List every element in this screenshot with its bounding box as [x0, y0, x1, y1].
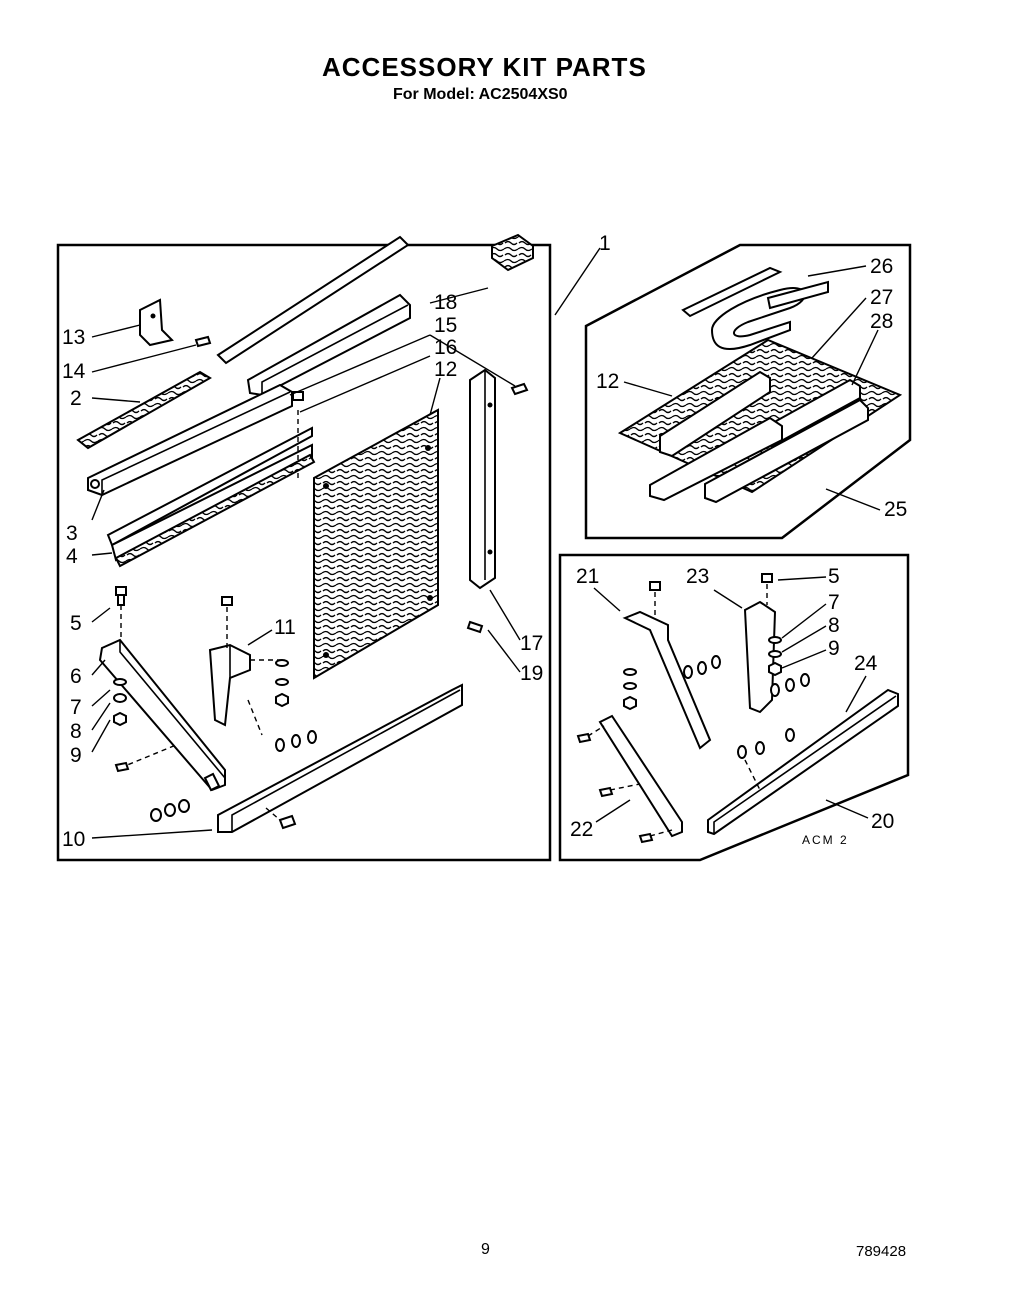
top-right-panel-frame — [584, 243, 912, 540]
brace-22-part — [576, 714, 683, 844]
hardware-stack-left — [113, 678, 127, 727]
callout-12-right: 12 — [596, 370, 619, 393]
callout-12-left: 12 — [434, 358, 457, 381]
callout-6: 6 — [70, 665, 82, 688]
callout-7-left: 7 — [70, 696, 82, 719]
foam-strip-4 — [114, 453, 316, 568]
callout-28: 28 — [870, 310, 893, 333]
callout-27: 27 — [870, 286, 893, 309]
callout-14: 14 — [62, 360, 86, 383]
callout-24: 24 — [854, 652, 878, 675]
rail-16-part — [106, 391, 313, 562]
support-arm-6 — [98, 638, 226, 792]
callout-10: 10 — [62, 828, 85, 851]
callout-3: 3 — [66, 522, 78, 545]
callout-22: 22 — [570, 818, 593, 841]
document-number: 789428 — [856, 1243, 907, 1260]
bottom-right-panel-frame — [558, 553, 910, 862]
callout-5-right: 5 — [828, 565, 840, 588]
screw-19 — [466, 620, 484, 634]
callout-20: 20 — [871, 810, 894, 833]
callout-25: 25 — [884, 498, 907, 521]
callout-4: 4 — [66, 545, 78, 568]
gasket-strip-2 — [76, 370, 212, 450]
page-number: 9 — [481, 1241, 490, 1258]
callout-17: 17 — [520, 632, 543, 655]
diagram-code: ACM 2 — [802, 833, 849, 847]
callout-13: 13 — [62, 326, 85, 349]
bottom-rail-10 — [114, 683, 463, 833]
callout-15: 15 — [434, 314, 457, 337]
callout-16: 16 — [434, 336, 457, 359]
callout-21: 21 — [576, 565, 599, 588]
rail-24-part — [707, 688, 899, 836]
callout-11: 11 — [274, 616, 296, 639]
callout-26: 26 — [870, 255, 893, 278]
seal-strip-26 — [681, 266, 829, 318]
bracket-21-part — [622, 581, 721, 750]
callout-2: 2 — [70, 387, 82, 410]
model-subtitle: For Model: AC2504XS0 — [393, 86, 568, 103]
callout-5-left: 5 — [70, 612, 82, 635]
callout-19: 19 — [520, 662, 543, 685]
callout-8-right: 8 — [828, 614, 840, 637]
page-title: ACCESSORY KIT PARTS — [322, 52, 647, 82]
leader-lines — [91, 247, 881, 839]
insulation-panel-part — [313, 408, 439, 680]
callout-23: 23 — [686, 565, 709, 588]
upper-channel-part — [246, 293, 411, 397]
callout-18: 18 — [434, 291, 457, 314]
foam-block-part — [491, 233, 534, 272]
screw-15 — [510, 382, 529, 396]
top-gasket-strip — [216, 235, 410, 365]
callout-9-left: 9 — [70, 744, 82, 767]
callout-9-right: 9 — [828, 637, 840, 660]
bracket-23-part — [743, 573, 810, 714]
bracket-11-part — [208, 596, 317, 752]
side-channel-part — [469, 368, 496, 590]
callout-8-left: 8 — [70, 720, 82, 743]
bolt-5-left — [115, 586, 127, 640]
angle-bracket-part — [139, 298, 212, 348]
top-insulation-panel — [617, 338, 903, 504]
callout-7-right: 7 — [828, 591, 840, 614]
callout-1: 1 — [599, 232, 611, 255]
channel-3-part — [87, 383, 293, 497]
